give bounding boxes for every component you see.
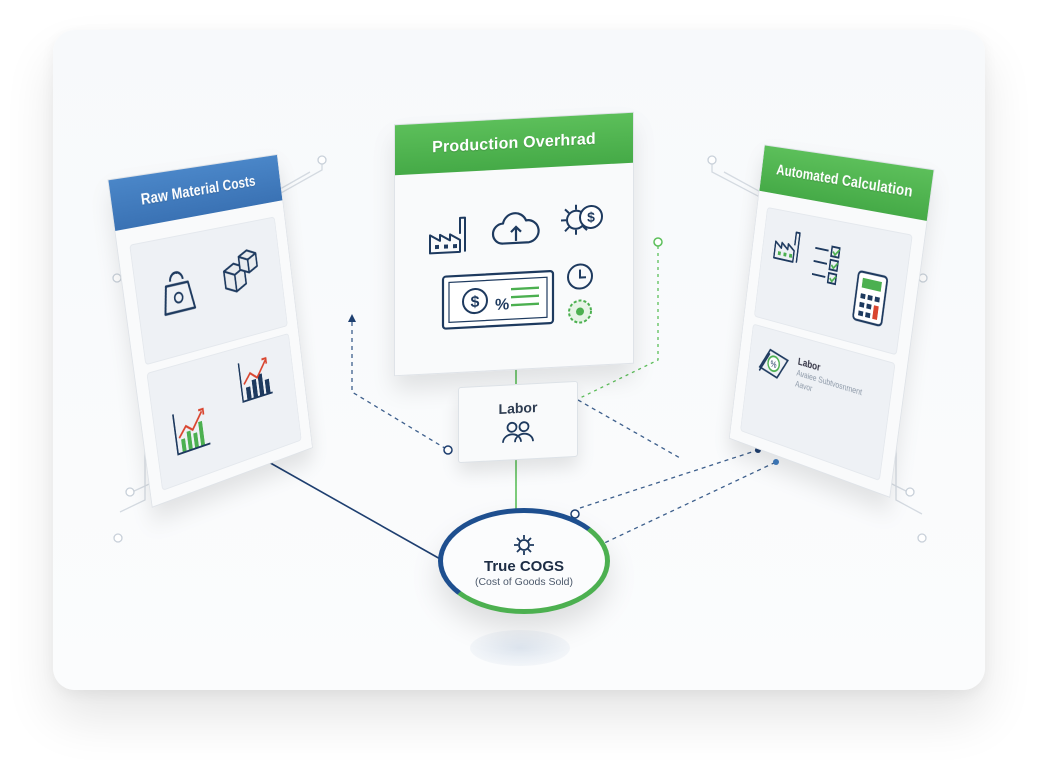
- svg-text:$: $: [471, 294, 480, 311]
- labor-label: Labor: [498, 398, 538, 418]
- growth-chart-icon: [169, 400, 214, 460]
- overhead-panel: Production Overhrad $ $%: [394, 111, 634, 377]
- svg-text:%: %: [770, 358, 777, 370]
- clock-icon: [565, 261, 595, 293]
- boxes-icon: [218, 243, 263, 298]
- bar-chart-icon: [235, 350, 276, 406]
- automated-detail: Labor Avaiee Subtvosnment Aavor: [795, 356, 891, 418]
- svg-text:$: $: [587, 209, 595, 225]
- cogs-hub: True COGS (Cost of Goods Sold): [438, 508, 610, 614]
- money-percent-icon: %: [756, 339, 793, 388]
- cogs-subtitle: (Cost of Goods Sold): [474, 576, 574, 588]
- hub-shadow: [470, 630, 570, 666]
- raw-material-panel: Raw Material Costs: [107, 153, 313, 508]
- gear-icon: [512, 534, 536, 556]
- banknote-percent-icon: $%: [441, 269, 555, 331]
- raw-material-tile-top: [129, 216, 288, 366]
- raw-material-panel-wrap: Raw Material Costs: [107, 153, 370, 540]
- automated-panel-wrap: Automated Calculation % Labor Avaiee Sub…: [660, 144, 935, 540]
- svg-text:%: %: [495, 296, 509, 314]
- calculator-icon: [851, 269, 889, 329]
- cogs-title: True COGS: [483, 558, 565, 575]
- coin-icon: [566, 297, 594, 326]
- factory-icon: [771, 224, 804, 267]
- weight-icon: [158, 267, 198, 319]
- factory-icon: [427, 213, 471, 255]
- automated-tile-bottom: % Labor Avaiee Subtvosnment Aavor: [740, 323, 896, 482]
- checklist-icon: [809, 242, 843, 292]
- gear-dollar-icon: $: [559, 196, 607, 243]
- automated-panel: Automated Calculation % Labor Avaiee Sub…: [728, 144, 935, 498]
- overhead-title: Production Overhrad: [395, 112, 633, 176]
- cloud-upload-icon: [491, 208, 541, 251]
- labor-box: Labor: [458, 380, 578, 464]
- people-icon: [501, 419, 535, 445]
